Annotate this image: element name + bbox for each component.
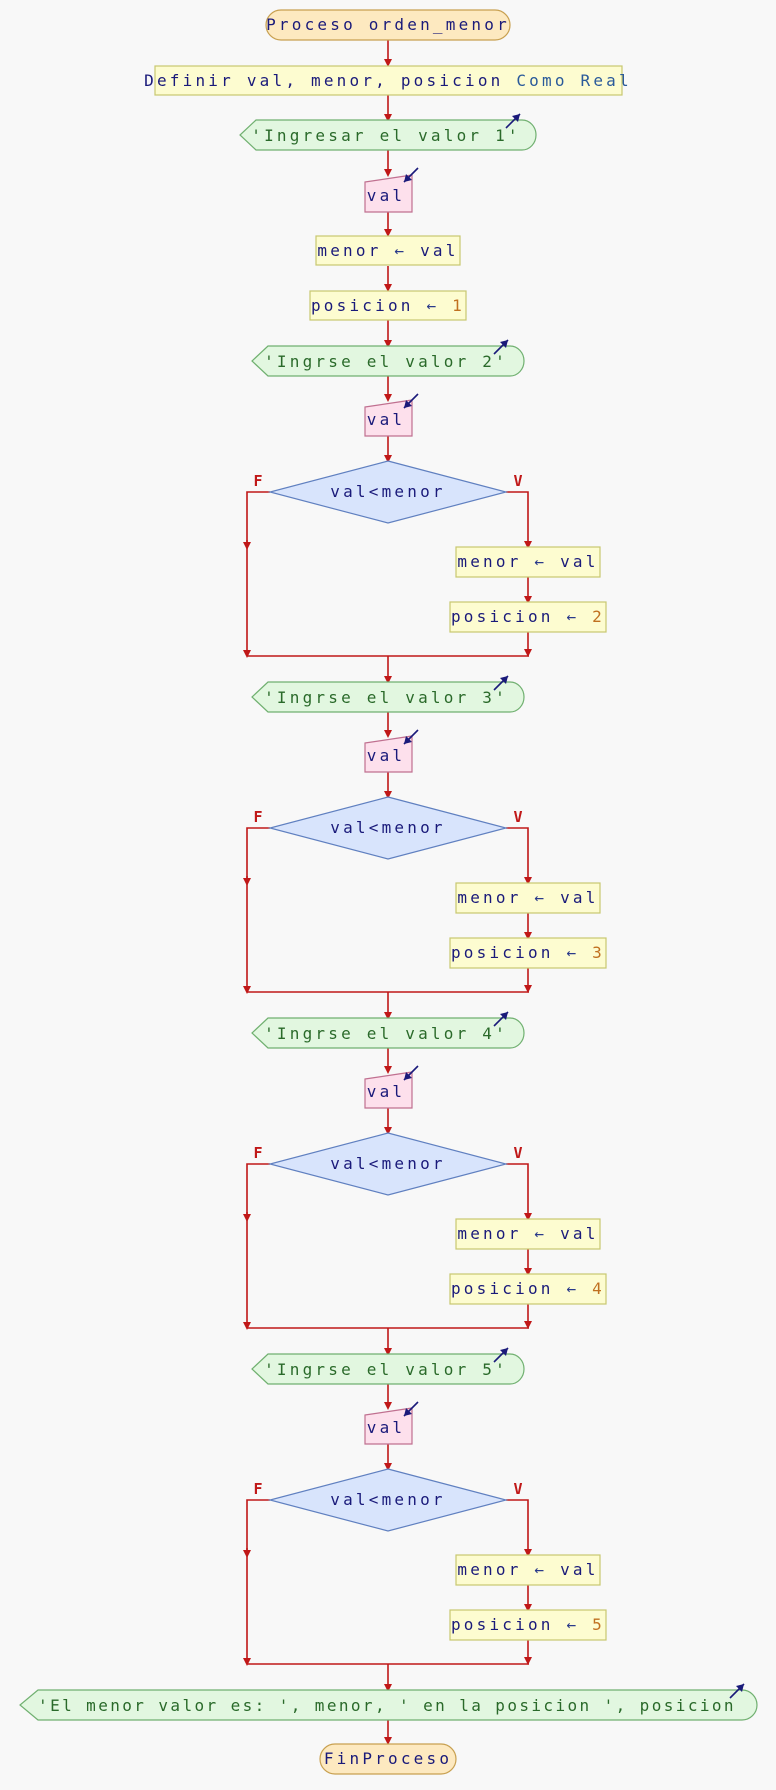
read-val-2: val [364,393,419,437]
start-terminal: Proceso orden_menor [265,9,511,41]
svg-text:posicion ← 1: posicion ← 1 [311,296,465,315]
false-label: F [253,808,262,826]
end-label: FinProceso [324,1749,452,1768]
output-arrow-icon [505,113,521,129]
define-keyword: Definir [144,71,234,90]
output-prompt-1: 'Ingresar el valor 1' [239,113,537,151]
decision-3: val<menor F V [253,1132,523,1196]
svg-text:posicion ← 3: posicion ← 3 [451,943,605,962]
output-arrow-icon [493,339,509,355]
svg-text:posicion ← 2: posicion ← 2 [451,607,605,626]
assign-init-menor: menor ← val [315,235,461,266]
decision-1: val<menor F V [253,460,523,524]
svg-text:Definir val, menor, posicion C: Definir val, menor, posicion Como Real [144,71,632,90]
svg-text:posicion ← 5: posicion ← 5 [451,1615,605,1634]
svg-text:val<menor: val<menor [330,818,446,837]
svg-text:val: val [367,746,406,765]
output-arrow-icon [729,1683,745,1699]
assign-then-2-posicion: posicion ← 3 [449,937,607,969]
svg-text:val: val [367,1082,406,1101]
false-label: F [253,1144,262,1162]
true-label: V [513,472,522,490]
svg-text:menor ← val: menor ← val [457,888,598,907]
svg-text:'Ingrse el valor 5': 'Ingrse el valor 5' [264,1360,508,1379]
true-label: V [513,808,522,826]
output-prompt-3: 'Ingrse el valor 3' [251,675,525,713]
input-arrow-icon [403,393,419,409]
output-arrow-icon [493,1347,509,1363]
svg-text:'Ingrse el valor 4': 'Ingrse el valor 4' [264,1024,508,1043]
false-label: F [253,1480,262,1498]
assign-init-posicion: posicion ← 1 [309,290,467,321]
assign-then-1-menor: menor ← val [455,546,601,578]
svg-text:'Ingrse el valor 3': 'Ingrse el valor 3' [264,688,508,707]
output-prompt-2: 'Ingrse el valor 2' [251,339,525,377]
decision-2: val<menor F V [253,796,523,860]
read-1-var: val [367,186,406,205]
define-vars: val, menor, posicion [247,71,504,90]
output-prompt-5: 'Ingrse el valor 5' [251,1347,525,1385]
start-label: Proceso orden_menor [266,15,510,34]
define-type: Real [581,71,632,90]
svg-text:menor ← val: menor ← val [317,241,458,260]
svg-text:val<menor: val<menor [330,482,446,501]
define-block: Definir val, menor, posicion Como Real [144,65,632,96]
assign-then-1-posicion: posicion ← 2 [449,601,607,633]
svg-text:val: val [367,1418,406,1437]
prompt-1-text: 'Ingresar el valor 1' [251,126,521,145]
output-prompt-4: 'Ingrse el valor 4' [251,1011,525,1049]
define-como: Como [516,71,567,90]
output-arrow-icon [493,1011,509,1027]
svg-text:'Ingrse el valor 2': 'Ingrse el valor 2' [264,352,508,371]
svg-text:val<menor: val<menor [330,1490,446,1509]
decision-4: val<menor F V [253,1468,523,1532]
svg-text:val<menor: val<menor [330,1154,446,1173]
assign-then-3-menor: menor ← val [455,1218,601,1250]
svg-text:menor ← val: menor ← val [457,552,598,571]
input-arrow-icon [403,729,419,745]
input-arrow-icon [403,1065,419,1081]
output-arrow-icon [493,675,509,691]
input-arrow-icon [403,167,419,183]
read-val-1: val [364,167,419,213]
read-val-5: val [364,1401,419,1445]
output-result-text: 'El menor valor es: ', menor, ' en la po… [38,1696,736,1715]
end-terminal: FinProceso [319,1743,457,1775]
assign-then-4-menor: menor ← val [455,1554,601,1586]
read-val-4: val [364,1065,419,1109]
svg-text:menor ← val: menor ← val [457,1224,598,1243]
assign-then-3-posicion: posicion ← 4 [449,1273,607,1305]
svg-text:val: val [367,410,406,429]
read-val-3: val [364,729,419,773]
true-label: V [513,1480,522,1498]
input-arrow-icon [403,1401,419,1417]
true-label: V [513,1144,522,1162]
assign-then-4-posicion: posicion ← 5 [449,1609,607,1641]
svg-text:menor ← val: menor ← val [457,1560,598,1579]
svg-text:posicion ← 4: posicion ← 4 [451,1279,605,1298]
edges [243,40,532,1745]
false-label: F [253,472,262,490]
output-result: 'El menor valor es: ', menor, ' en la po… [19,1683,758,1721]
assign-then-2-menor: menor ← val [455,882,601,914]
